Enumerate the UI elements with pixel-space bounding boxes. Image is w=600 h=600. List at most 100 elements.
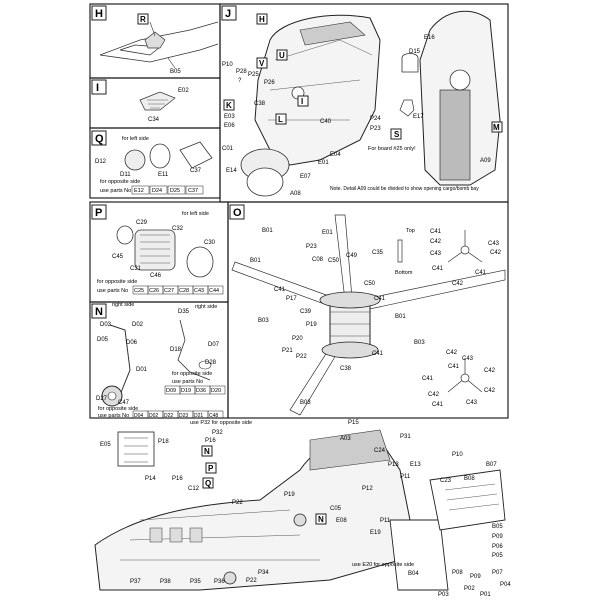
- p-box-0: C25: [134, 288, 144, 294]
- o-label-c38: C38: [340, 366, 352, 372]
- n-box2-0: D09: [166, 388, 176, 394]
- n-use-parts: use parts No: [98, 413, 129, 419]
- j-label-e14: E14: [226, 168, 237, 174]
- p-label-c45: C45: [112, 254, 124, 260]
- b-label-e19: E19: [370, 530, 381, 536]
- o-label-p22: P22: [296, 354, 307, 360]
- n-label-d28: D28: [205, 360, 217, 366]
- p-boxed-parts: C25 C26 C27 C28 C43 C44: [132, 285, 224, 295]
- p-use-parts: use parts No: [97, 288, 128, 294]
- o-r3: C43: [430, 251, 442, 257]
- j-label-c40: C40: [320, 119, 332, 125]
- panel-n: N right side right side D03 D02 D05 D06 …: [91, 302, 226, 419]
- b-label-p: P: [208, 464, 214, 473]
- n-box2-3: D20: [211, 388, 221, 394]
- b-label-p09: P09: [492, 534, 503, 540]
- n-box2-1: D19: [181, 388, 191, 394]
- p-box-5: C44: [209, 288, 219, 294]
- b-label-n2: N: [318, 515, 324, 524]
- b-label-p32: P32: [212, 430, 223, 436]
- b-label-p36: P36: [214, 579, 225, 585]
- o-label-b03: B03: [258, 318, 269, 324]
- panel-letter-o: O: [233, 207, 242, 219]
- o-star-top: [447, 230, 483, 263]
- p-label-c31: C31: [130, 266, 142, 272]
- b-label-p14: P14: [145, 476, 156, 482]
- b-label-p35: P35: [190, 579, 201, 585]
- b-label-b07: B07: [486, 462, 497, 468]
- j-label-e07: E07: [300, 174, 311, 180]
- q-label-e11: E11: [158, 172, 169, 178]
- panel-letter-h: H: [95, 8, 103, 20]
- n-box-4: D21: [194, 413, 203, 419]
- n-right-side: right side: [112, 302, 134, 308]
- j-label-p25: P25: [248, 72, 259, 78]
- b-label-p01: P01: [480, 592, 491, 598]
- o-label-b01c: B01: [395, 314, 406, 320]
- o-r5: C42: [490, 250, 502, 256]
- b-label-b05: B05: [492, 524, 503, 530]
- b-label-p07: P07: [492, 570, 503, 576]
- o-r16: C41: [432, 402, 444, 408]
- j-label-s: S: [394, 130, 400, 139]
- o-r10: C43: [462, 356, 474, 362]
- b-label-p05: P05: [492, 553, 503, 559]
- j-label-a08: A08: [290, 191, 301, 197]
- n-label-d27: D27: [96, 396, 108, 402]
- o-label-c39: C39: [300, 309, 312, 315]
- o-label-p23: P23: [306, 244, 317, 250]
- panel-o: O Top Bottom B01 P23 C35 E01 C49 B01 C08…: [229, 204, 506, 416]
- j-label-c38: C38: [254, 101, 266, 107]
- o-r2: C42: [430, 239, 442, 245]
- b-label-c05: C05: [330, 506, 342, 512]
- b-label-p03: P03: [438, 592, 449, 598]
- o-label-b03b: B03: [414, 340, 425, 346]
- j-label-l: L: [278, 115, 283, 124]
- b-label-p34: P34: [258, 570, 269, 576]
- j-label-e06: E06: [224, 123, 235, 129]
- p-for-left: for left side: [182, 211, 209, 217]
- panel-h: H R B05: [91, 5, 219, 75]
- panel-letter-n: N: [95, 306, 103, 318]
- b-label-c12: C12: [188, 486, 200, 492]
- b-label-p02: P02: [464, 586, 475, 592]
- o-r7: C42: [452, 281, 464, 287]
- label-e02: E02: [178, 88, 189, 94]
- b-label-c23: C23: [440, 478, 452, 484]
- o-label-p19: P19: [306, 322, 317, 328]
- j-label-p24: P24: [370, 116, 381, 122]
- panel-p: P for left side C29 C32 C30 C45 C31 C46 …: [91, 204, 224, 295]
- n-box-1: D02: [149, 413, 158, 419]
- n-label-d03: D03: [100, 322, 112, 328]
- n-boxed-parts: D04 D02 D22 D23 D21 C48: [132, 410, 224, 419]
- n-use-parts-2: use parts No: [172, 379, 203, 385]
- o-r17: C43: [466, 400, 478, 406]
- panel-q: Q for left side D12 D11 E11 C37 for oppo…: [91, 130, 213, 195]
- q-label-d12: D12: [95, 159, 107, 165]
- p-box-2: C27: [164, 288, 174, 294]
- j-label-q: ?: [238, 78, 242, 84]
- n-label-d35: D35: [178, 309, 190, 315]
- n-right-side-2: right side: [195, 304, 217, 310]
- b-label-p31: P31: [400, 434, 411, 440]
- q-use-parts: use parts No: [100, 188, 131, 194]
- panel-letter-q: Q: [95, 133, 104, 145]
- j-label-d15: D15: [409, 49, 421, 55]
- label-b05: B05: [170, 69, 181, 75]
- o-r6: C41: [475, 270, 487, 276]
- n-box-2: D22: [164, 413, 173, 419]
- j-label-p26: P26: [264, 80, 275, 86]
- o-label-c08: C08: [312, 257, 324, 263]
- b-label-q: Q: [205, 479, 211, 488]
- b-label-e08: E08: [336, 518, 347, 524]
- n-box2-2: D36: [196, 388, 206, 394]
- panel-i: I E02 C34: [91, 79, 189, 123]
- j-label-a09: A09: [480, 158, 491, 164]
- panel-j: J H U V I K L P10 P28 P25 P26 ? E03 E06 …: [221, 5, 503, 197]
- panel-letter-p: P: [95, 207, 102, 219]
- o-label-p17: P17: [286, 296, 297, 302]
- q-for-left: for left side: [122, 136, 149, 142]
- panel-letter-j: J: [225, 8, 231, 20]
- panel-letter-i: I: [96, 82, 99, 94]
- j-label-k: K: [226, 101, 232, 110]
